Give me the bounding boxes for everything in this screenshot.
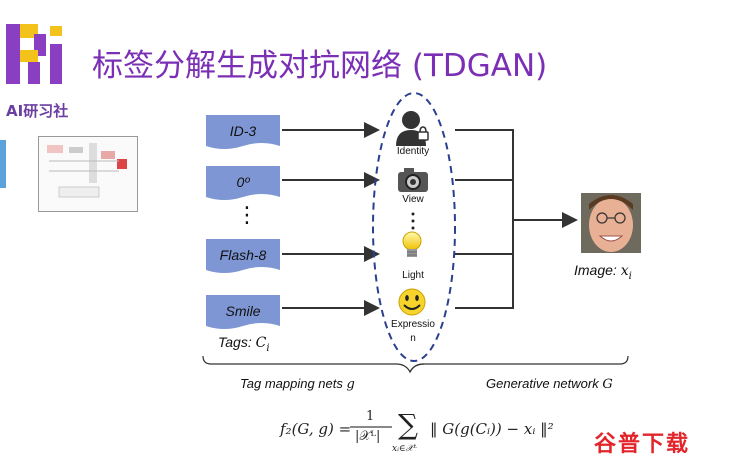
label-generative-network: Generative network G [486, 376, 613, 392]
slide-thumbnail [38, 136, 138, 212]
logo [4, 18, 70, 96]
camera-icon [398, 168, 428, 192]
attribute-label-expression: Expressio n [391, 319, 435, 344]
tag-label-expression: Smile [225, 303, 261, 319]
tag-box-view [206, 166, 280, 200]
light-bulb-icon [402, 231, 422, 257]
tag-label-view: 0º [236, 174, 250, 190]
side-tab [0, 140, 6, 188]
face-image [581, 193, 641, 253]
formula-sum-subscript: xᵢ∈𝒳ᴸ [392, 444, 418, 454]
formula-sum-symbol: ∑ [398, 408, 418, 441]
smiley-icon [398, 288, 426, 316]
attribute-label-identity: Identity [396, 146, 430, 157]
attribute-label-light: Light [402, 270, 424, 281]
watermark: 谷普下载 [593, 432, 690, 457]
formula-numerator: 1 [366, 409, 375, 424]
page-title: 标签分解生成对抗网络 (TDGAN) [92, 48, 548, 84]
tags-caption: Tags: Ci [218, 334, 270, 354]
formula-lhs: f₂(G, g) = [280, 420, 352, 438]
formula-body: ‖ G(g(Cᵢ)) − xᵢ ‖² [430, 420, 554, 438]
tag-label-id: ID-3 [229, 123, 257, 139]
identity-icon [396, 111, 429, 146]
tag-box-id [206, 115, 280, 149]
tag-box-light [206, 239, 280, 273]
formula-denominator: |𝒳ᴸ| [355, 429, 381, 444]
attribute-label-view: View [402, 194, 424, 205]
tag-vertical-dots: ⋮ [236, 202, 258, 227]
tag-label-light: Flash-8 [219, 247, 267, 263]
tag-box-expression [206, 295, 280, 329]
label-tag-mapping-nets: Tag mapping nets g [240, 376, 355, 392]
brace-generative [409, 355, 629, 373]
attribute-ellipse [372, 92, 456, 362]
brace-tag-mapping [202, 355, 425, 374]
brand-text: AI研习社 [6, 102, 69, 120]
image-caption: Image: xi [574, 262, 632, 282]
